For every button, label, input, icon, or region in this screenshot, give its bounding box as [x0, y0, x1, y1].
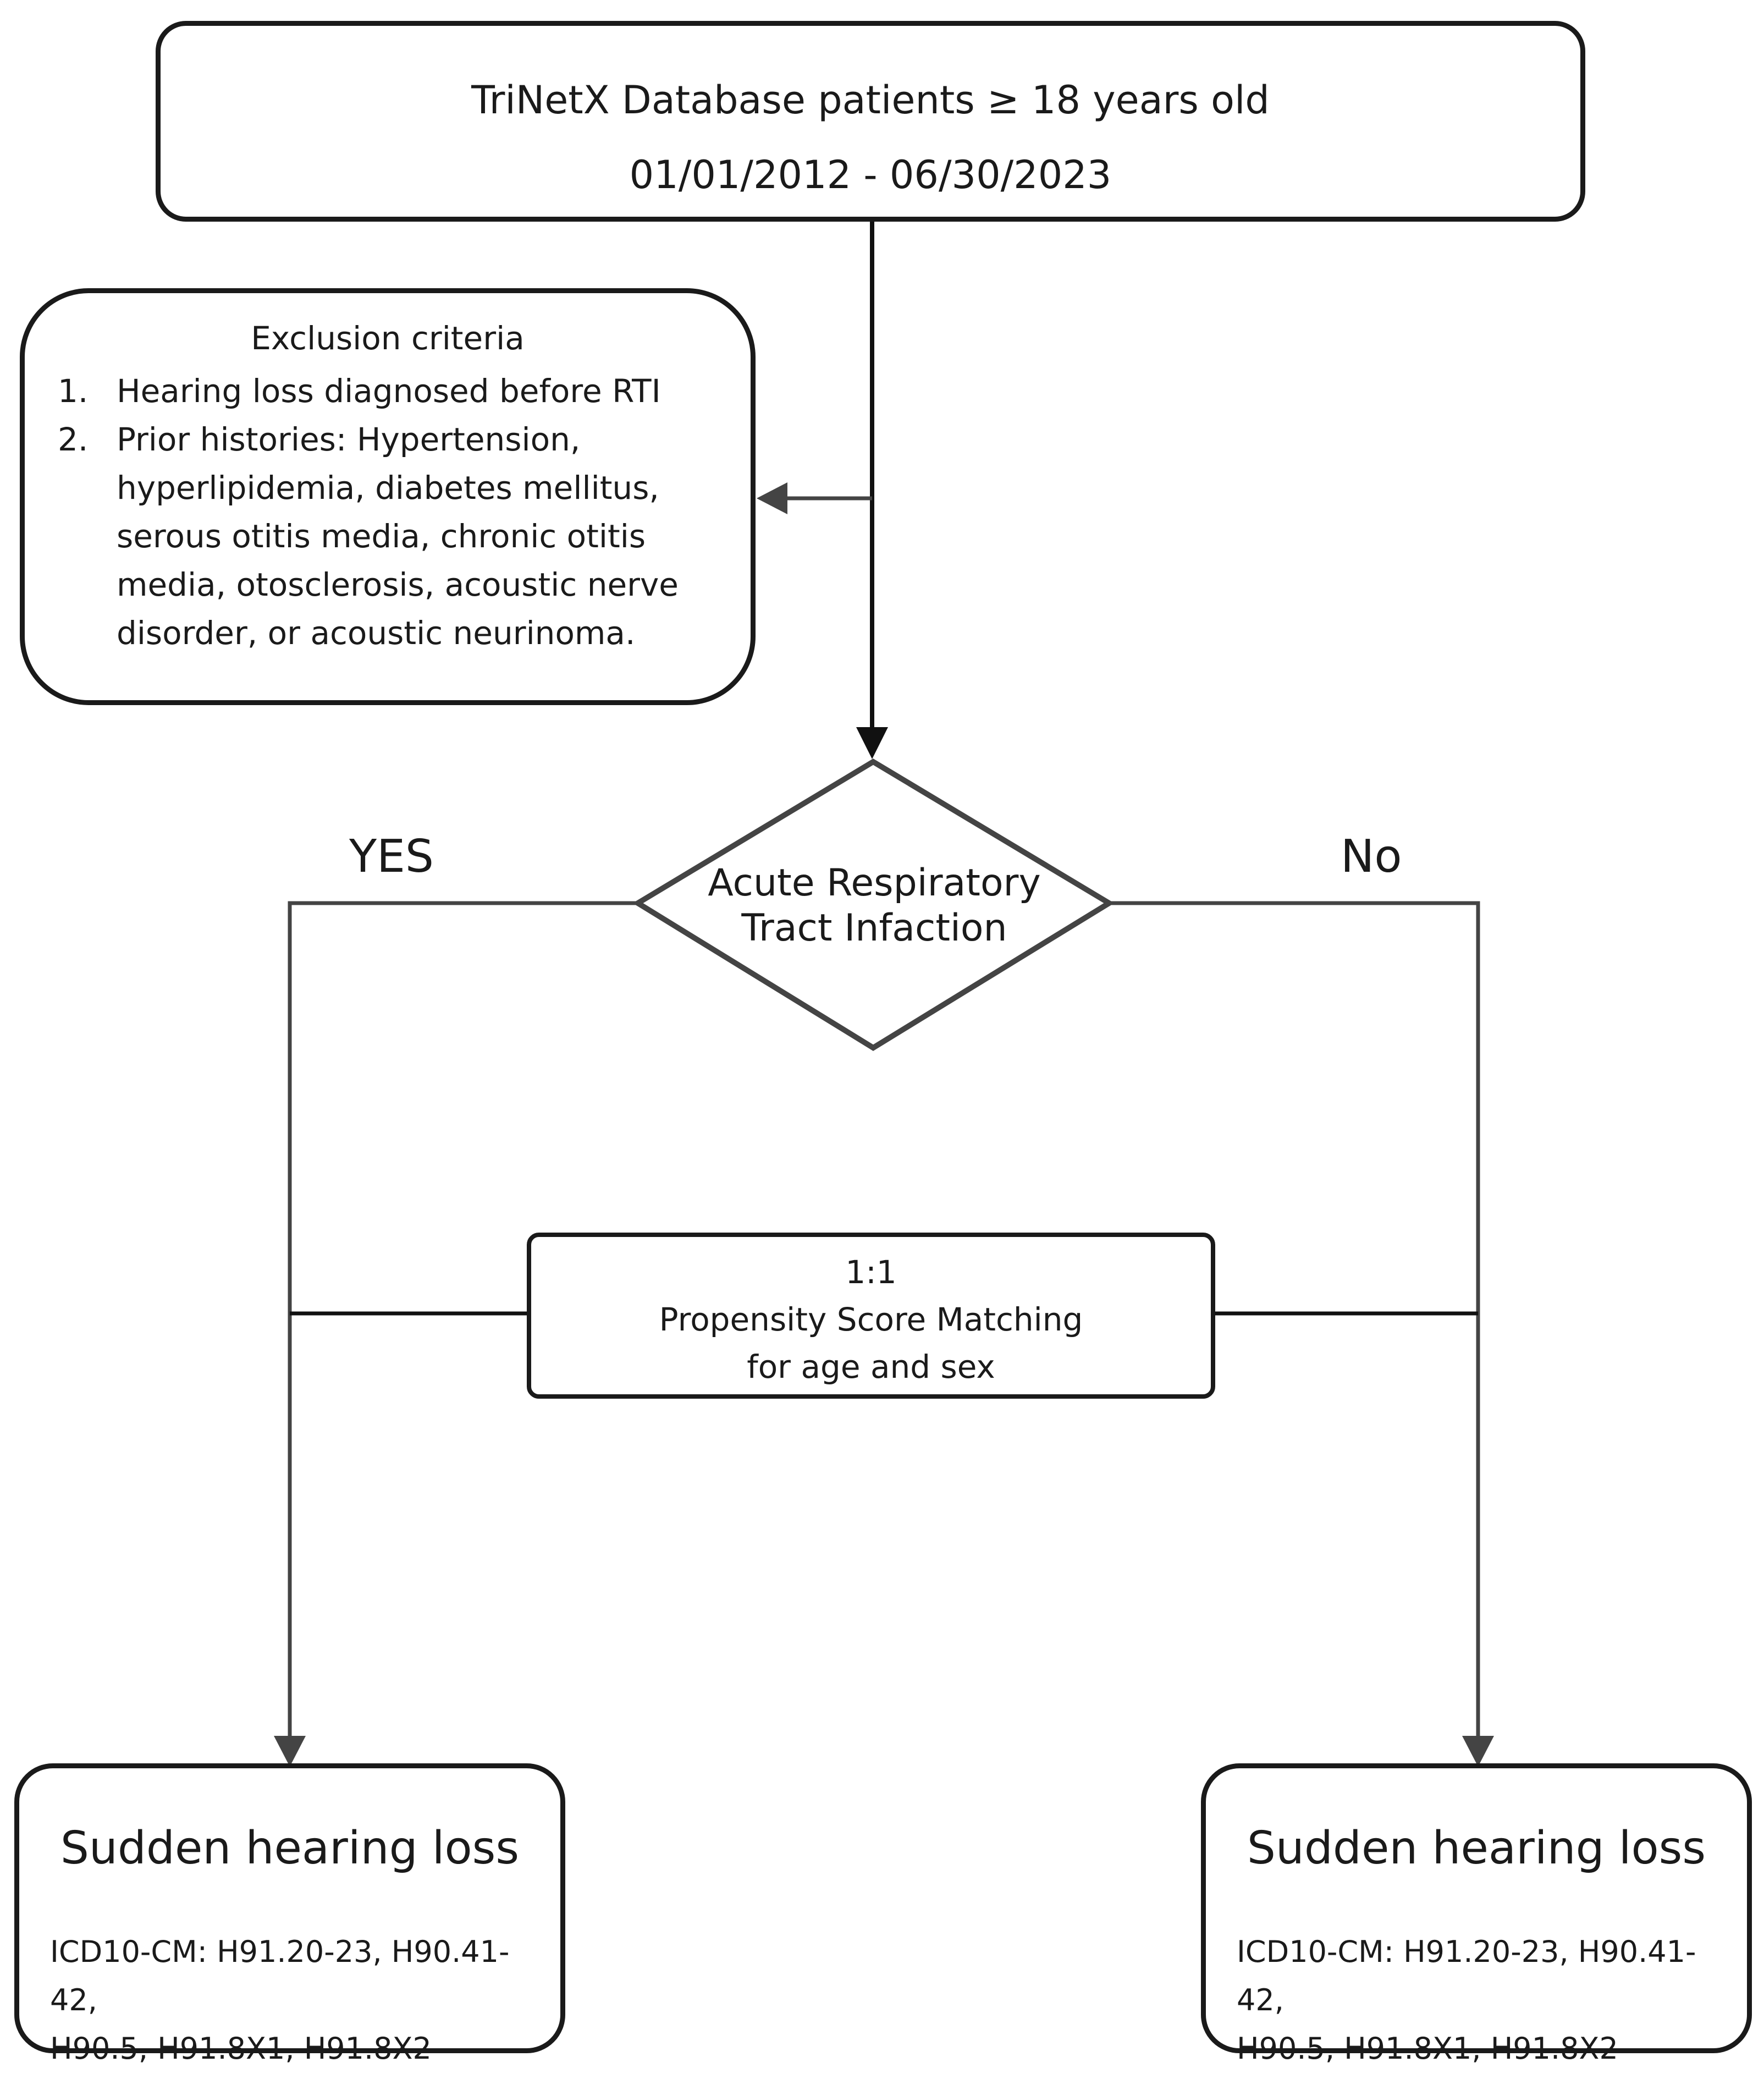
arrowhead-to-exclusion: [757, 482, 787, 514]
exclusion-box: Exclusion criteria 1. Hearing loss diagn…: [20, 288, 756, 705]
outcome-codes: ICD10-CM: H91.20-23, H90.41-42, H90.5, H…: [1237, 1928, 1743, 2073]
exclusion-list: 1. Hearing loss diagnosed before RTI 2. …: [41, 367, 751, 657]
decision-line: Acute Respiratory: [708, 861, 1041, 905]
matching-box: 1:1 Propensity Score Matching for age an…: [527, 1233, 1215, 1399]
exclusion-item-text: Hearing loss diagnosed before RTI: [117, 372, 661, 410]
exclusion-item: 1. Hearing loss diagnosed before RTI: [41, 367, 751, 415]
database-date-range: 01/01/2012 - 06/30/2023: [629, 152, 1112, 197]
exclusion-item: 2. Prior histories: Hypertension, hyperl…: [41, 415, 751, 657]
exclusion-item-number: 1.: [58, 372, 89, 410]
exclusion-item-text: Prior histories: Hypertension,: [117, 421, 581, 458]
exclusion-item-text: media, otosclerosis, acoustic nerve: [117, 566, 679, 603]
branch-label-no: No: [1341, 831, 1402, 883]
decision-label: Acute Respiratory Tract Infaction: [654, 861, 1094, 951]
outcome-box-no: Sudden hearing loss ICD10-CM: H91.20-23,…: [1201, 1763, 1752, 2066]
database-criteria: TriNetX Database patients ≥ 18 years old: [471, 78, 1270, 123]
outcome-title: Sudden hearing loss: [1247, 1822, 1706, 1874]
decision-line: Tract Infaction: [741, 906, 1007, 950]
outcome-codes-line: H90.5, H91.8X1, H91.8X2: [1237, 2031, 1618, 2066]
exclusion-item-text: disorder, or acoustic neurinoma.: [117, 614, 636, 652]
outcome-title: Sudden hearing loss: [60, 1822, 520, 1874]
outcome-codes-line: H90.5, H91.8X1, H91.8X2: [50, 2031, 432, 2066]
branch-label-yes: YES: [349, 831, 434, 883]
decision-diamond: [632, 758, 1115, 1051]
outcome-box-yes: Sudden hearing loss ICD10-CM: H91.20-23,…: [14, 1763, 565, 2066]
outcome-codes: ICD10-CM: H91.20-23, H90.41-42, H90.5, H…: [50, 1928, 556, 2073]
connector-yes-branch: [288, 901, 638, 1738]
database-box: TriNetX Database patients ≥ 18 years old…: [156, 21, 1585, 222]
exclusion-title: Exclusion criteria: [251, 320, 525, 357]
connector-no-branch: [1109, 901, 1480, 1738]
arrowhead-to-outcome-no: [1462, 1736, 1494, 1767]
outcome-codes-line: ICD10-CM: H91.20-23, H90.41-42,: [50, 1934, 510, 2017]
exclusion-item-text: serous otitis media, chronic otitis: [117, 518, 646, 555]
arrowhead-to-decision: [856, 727, 888, 759]
matching-method: Propensity Score Matching: [659, 1301, 1083, 1338]
outcome-codes-line: ICD10-CM: H91.20-23, H90.41-42,: [1237, 1934, 1696, 2017]
arrowhead-to-outcome-yes: [274, 1736, 306, 1767]
exclusion-item-text: hyperlipidemia, diabetes mellitus,: [117, 469, 659, 507]
matching-ratio: 1:1: [845, 1253, 897, 1291]
exclusion-item-number: 2.: [58, 421, 89, 458]
matching-variables: for age and sex: [747, 1348, 995, 1385]
